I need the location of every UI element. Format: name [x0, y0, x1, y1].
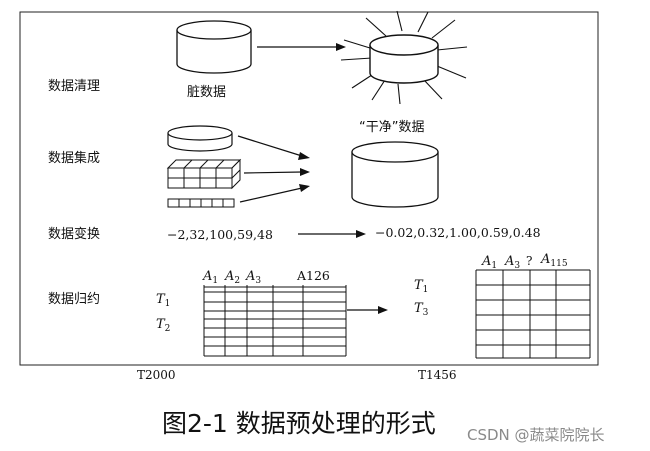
stage-label-reduction: 数据归约 — [48, 292, 101, 307]
watermark: CSDN @蔬菜院院长 — [467, 426, 605, 444]
dirty-data-label: 脏数据 — [187, 85, 226, 100]
right-row-t1: T1 — [414, 278, 428, 295]
reduction-left-table — [203, 285, 347, 357]
left-row-t2: T2 — [156, 317, 170, 334]
left-header-a126: A126 — [296, 268, 330, 283]
transform-input-values: −2,32,100,59,48 — [167, 227, 273, 242]
arrow-dirty-to-clean — [257, 43, 346, 51]
arrow-table-to-integrated — [243, 168, 310, 176]
arrow-transform — [298, 230, 366, 238]
source-flat-table — [167, 198, 235, 208]
left-row-t1: T1 — [156, 292, 170, 309]
left-header-a2: A2 — [224, 269, 240, 286]
right-header-a3: A3 — [504, 254, 520, 271]
clean-burst-cylinder — [369, 34, 439, 84]
right-footer-t1456: T1456 — [418, 368, 457, 382]
right-row-t3: T3 — [414, 301, 429, 318]
reduction-right-table — [475, 269, 591, 359]
clean-data-label: “干净”数据 — [359, 120, 424, 135]
arrow-reduction — [347, 306, 388, 314]
stage-label-cleaning: 数据清理 — [48, 79, 101, 94]
right-header-unknown: ? — [526, 254, 532, 268]
left-footer-t2000: T2000 — [137, 368, 176, 382]
dirty-data-cylinder — [176, 20, 252, 74]
left-header-a3: A3 — [245, 269, 261, 286]
integrated-cylinder — [351, 141, 439, 208]
right-header-a1: A1 — [481, 254, 497, 271]
stage-label-integration: 数据集成 — [48, 151, 101, 166]
left-header-a1: A1 — [202, 269, 218, 286]
diagram-frame — [19, 11, 599, 366]
right-header-a115: A115 — [540, 252, 568, 269]
figure-caption: 图2-1 数据预处理的形式 — [162, 409, 436, 438]
stage-label-transformation: 数据变换 — [48, 227, 101, 242]
source-cylinder — [167, 125, 233, 152]
arrow-cylinder-to-integrated — [237, 135, 310, 160]
transform-output-values: −0.02,0.32,1.00,0.59,0.48 — [375, 225, 541, 240]
arrow-flat-to-integrated — [239, 184, 310, 203]
source-3d-table — [166, 158, 242, 190]
